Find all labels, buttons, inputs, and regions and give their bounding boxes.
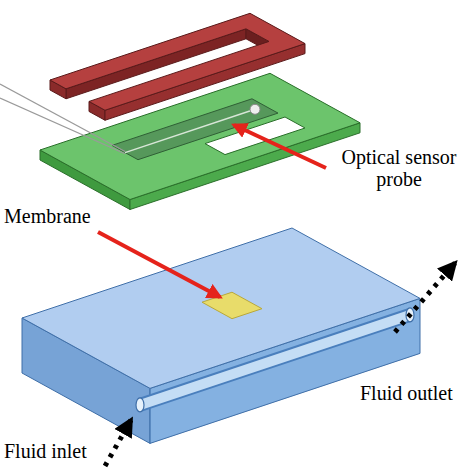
flow-arrow [395, 263, 455, 332]
block-top-face [22, 228, 420, 388]
callout-arrow [234, 125, 326, 168]
part-label: Fluid inlet [4, 440, 87, 462]
part-label: Membrane [4, 205, 91, 227]
plate-top-face [40, 73, 360, 199]
membrane-patch [202, 292, 262, 319]
part-label: Fluid outlet [360, 382, 453, 404]
channel-inlet-port [136, 398, 144, 412]
probe-ball-lens [250, 104, 260, 114]
clamp-frame [50, 13, 305, 120]
callout-arrow [98, 232, 220, 297]
part-label: Optical sensor probe [332, 146, 466, 190]
probe-fiber [125, 109, 255, 152]
flow-arrow [105, 420, 131, 466]
fluidic-block [22, 228, 420, 443]
frame-top-face [50, 13, 305, 110]
